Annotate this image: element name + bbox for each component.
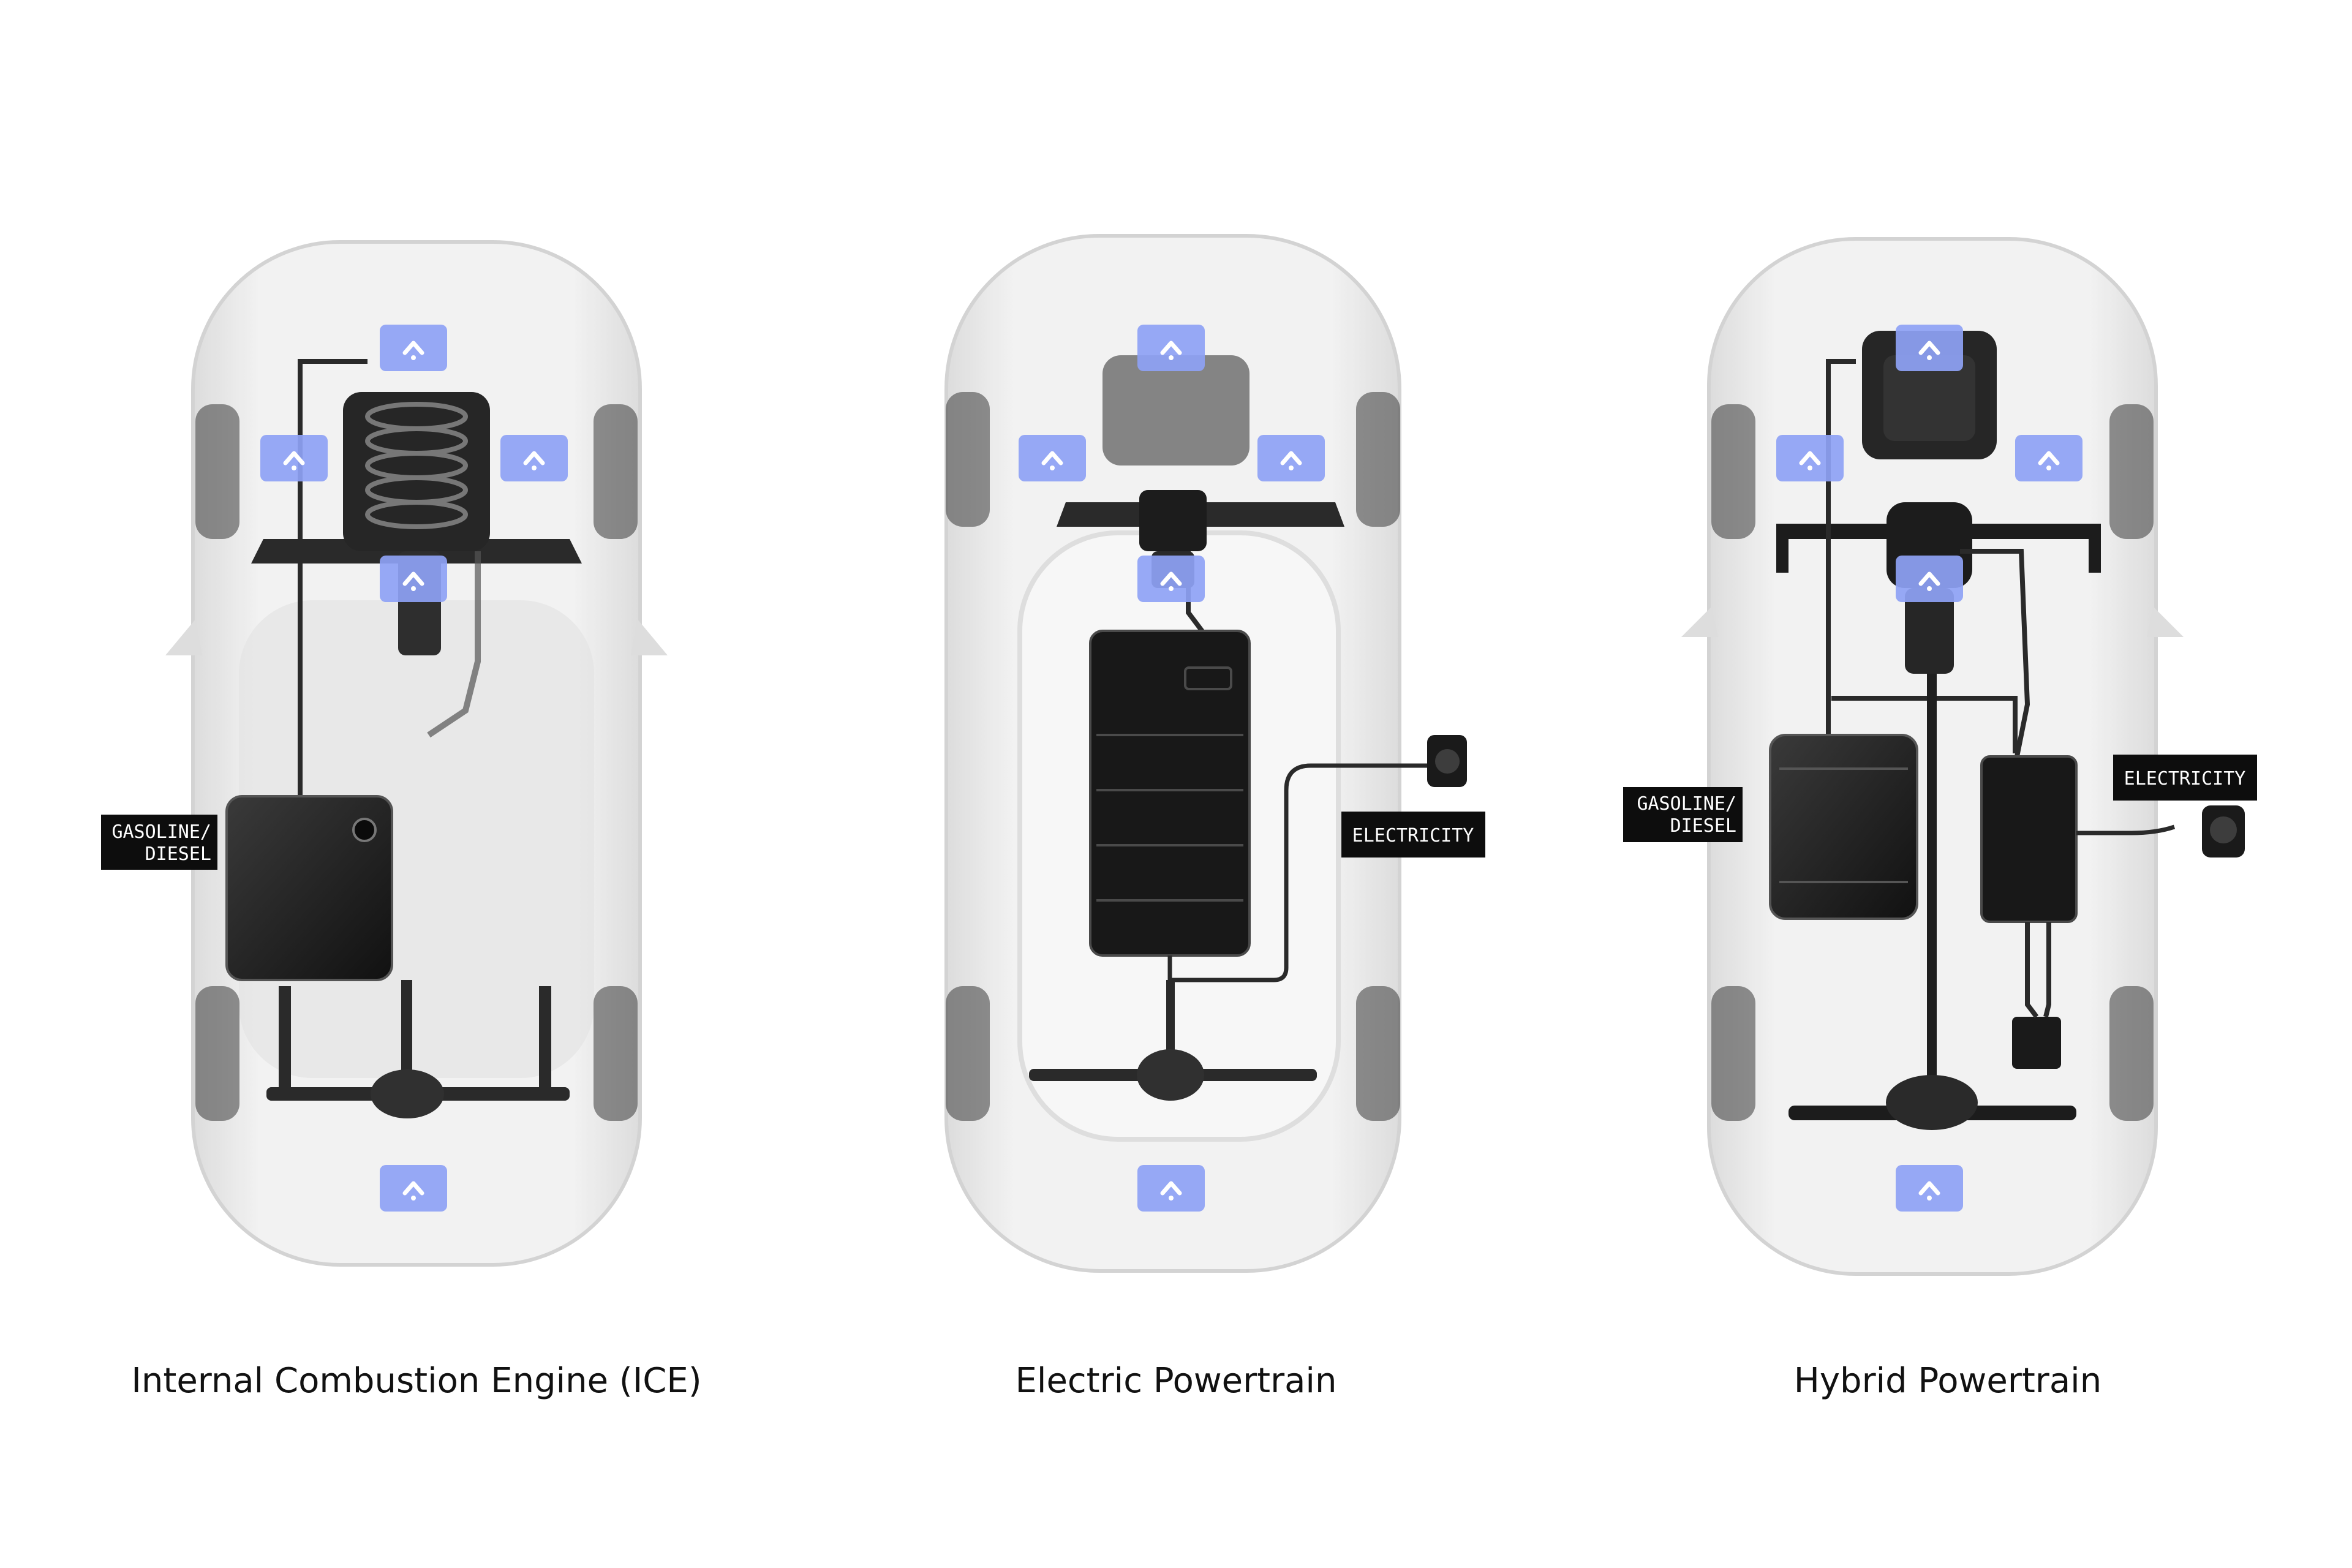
panel-ice: GASOLINE/ DIESEL xyxy=(101,240,668,1267)
wheel xyxy=(1711,404,1755,539)
caret-up-icon[interactable] xyxy=(2015,435,2082,481)
driveshaft xyxy=(1166,980,1175,1072)
caret-up-icon[interactable] xyxy=(1137,325,1205,371)
callout-electricity: ELECTRICITY xyxy=(1341,812,1485,858)
battery-pack xyxy=(2012,1017,2061,1069)
cable-loop xyxy=(1831,696,2018,753)
wheel xyxy=(2109,404,2154,539)
driveshaft xyxy=(401,980,412,1090)
callout-line: GASOLINE/ xyxy=(1637,793,1736,815)
wheel xyxy=(195,404,239,539)
wheel xyxy=(1356,392,1400,527)
caption-hybrid-powertrain: Hybrid Powertrain xyxy=(1793,1361,2102,1401)
wheel xyxy=(594,404,638,539)
charge-port-icon xyxy=(1427,735,1467,787)
rear-strut xyxy=(279,986,291,1090)
caret-up-icon[interactable] xyxy=(1896,1165,1963,1212)
panel-electric: ELECTRICITY xyxy=(944,234,1485,1273)
fuel-cap xyxy=(352,818,377,842)
caption-electric-powertrain: Electric Powertrain xyxy=(1015,1361,1337,1401)
side-mirror xyxy=(165,619,202,655)
wheel xyxy=(946,392,990,527)
wheel xyxy=(946,986,990,1121)
callout-line: DIESEL xyxy=(1670,815,1736,837)
power-cable xyxy=(2043,922,2051,1017)
callout-line: ELECTRICITY xyxy=(2124,768,2246,790)
wheel xyxy=(195,986,239,1121)
fuel-line xyxy=(427,551,481,738)
charge-cable xyxy=(2076,824,2176,835)
rear-motor xyxy=(1137,1049,1204,1101)
caret-up-icon[interactable] xyxy=(380,325,447,371)
callout-line: DIESEL xyxy=(145,843,211,865)
caret-up-icon[interactable] xyxy=(1137,556,1205,602)
caret-up-icon[interactable] xyxy=(1019,435,1086,481)
caption-ice: Internal Combustion Engine (ICE) xyxy=(131,1361,702,1401)
caret-up-icon[interactable] xyxy=(1257,435,1325,481)
callout-line: GASOLINE/ xyxy=(111,821,211,843)
wheel xyxy=(1356,986,1400,1121)
battery-pack xyxy=(1980,755,2078,923)
wheel xyxy=(2109,986,2154,1121)
side-mirror xyxy=(631,619,668,655)
power-cable xyxy=(1960,549,2030,766)
caret-up-icon[interactable] xyxy=(260,435,328,481)
caret-up-icon[interactable] xyxy=(500,435,568,481)
fuel-line xyxy=(1826,359,1856,790)
charge-cable xyxy=(1167,763,1433,982)
wheel xyxy=(1711,986,1755,1121)
front-subframe xyxy=(1776,524,2101,573)
panel-hybrid: GASOLINE/ DIESEL ELECTRICITY xyxy=(1623,237,2257,1276)
charge-port-icon xyxy=(2202,805,2245,858)
side-mirror xyxy=(1681,606,1718,637)
differential xyxy=(371,1069,444,1118)
fuel-tank xyxy=(225,795,393,981)
callout-line: ELECTRICITY xyxy=(1352,825,1474,846)
wheel xyxy=(594,986,638,1121)
driveshaft xyxy=(1927,674,1937,1078)
caret-up-icon[interactable] xyxy=(380,556,447,602)
fuel-tank xyxy=(1769,734,1918,920)
rear-strut xyxy=(539,986,551,1090)
side-mirror xyxy=(2147,606,2184,637)
engine-block xyxy=(343,392,490,655)
callout-gasoline-diesel: GASOLINE/ DIESEL xyxy=(1623,787,1743,842)
caret-up-icon[interactable] xyxy=(380,1165,447,1212)
caret-up-icon[interactable] xyxy=(1896,325,1963,371)
caret-up-icon[interactable] xyxy=(1776,435,1844,481)
battery-pack xyxy=(1089,630,1251,957)
caret-up-icon[interactable] xyxy=(1896,556,1963,602)
differential xyxy=(1886,1075,1978,1130)
caret-up-icon[interactable] xyxy=(1137,1165,1205,1212)
callout-gasoline-diesel: GASOLINE/ DIESEL xyxy=(101,815,217,870)
power-cable xyxy=(2025,922,2039,1019)
callout-electricity: ELECTRICITY xyxy=(2113,755,2257,801)
